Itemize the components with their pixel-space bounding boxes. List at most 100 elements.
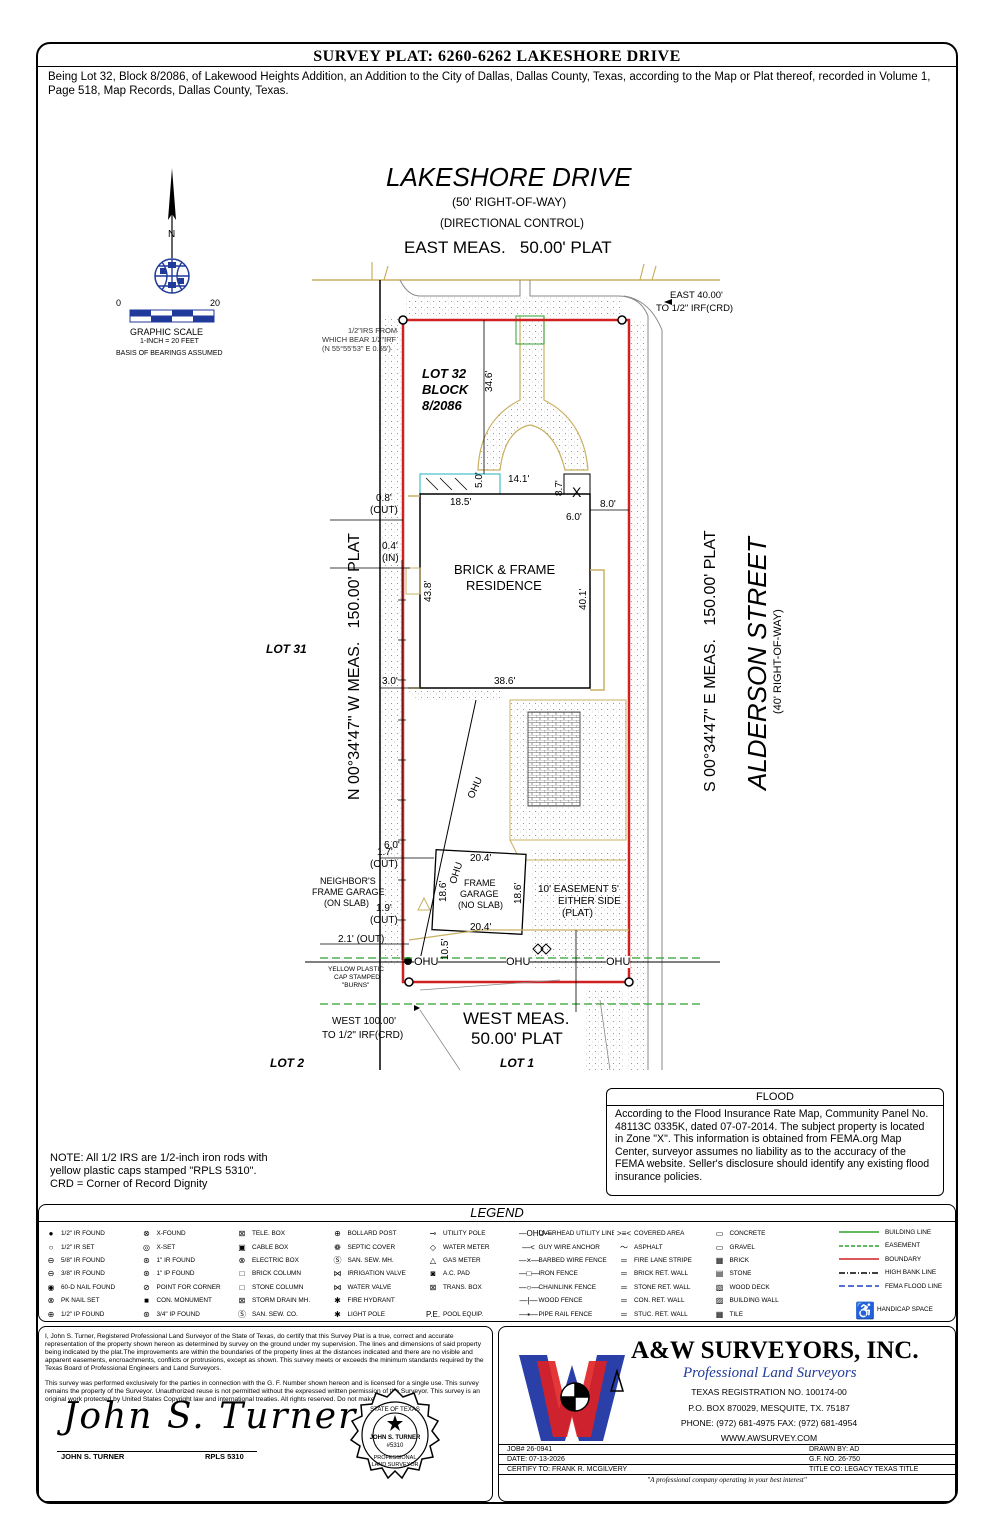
dim-2-1: 2.1' (OUT) [338, 934, 385, 945]
dimension-lines [320, 320, 629, 1012]
ohu-label-5: OHU [606, 956, 631, 968]
legend-item: ⊠STORM DRAIN MH. [232, 1294, 328, 1307]
legend-grid: ●1/2" IR FOUND⊗X-FOUND⊠TELE. BOX⊕BOLLARD… [41, 1227, 805, 1321]
legend-item: ⋈ WATER VALVE [328, 1281, 424, 1294]
west-sidewalk [382, 316, 402, 966]
signature: John S. Turner [63, 1396, 358, 1437]
company-name: A&W SURVEYORS, INC. [631, 1337, 919, 1364]
east-line-bearing: S 00°34'47" E MEAS. 150.00' PLAT [702, 530, 719, 792]
legend-symbol-icon: ◉ [47, 1282, 55, 1292]
legend-line-swatch [839, 1285, 879, 1287]
legend-symbol-icon: P.E. [425, 1309, 441, 1319]
dim-10-5: 10.5' [440, 938, 451, 960]
legend-item: ▦TILE [710, 1307, 806, 1320]
irs-note-1: 1/2"IRS FROM [348, 326, 398, 335]
legend-symbol-icon: ⊖ [47, 1269, 55, 1279]
legend-item-label: 1/2" IR FOUND [61, 1230, 105, 1238]
dim-5-0: 5.0' [474, 472, 485, 488]
legend-item: ◉60-D NAIL FOUND [41, 1281, 137, 1294]
west-fence [398, 560, 406, 960]
legend-item: ⊗X-FOUND [137, 1227, 233, 1240]
legend-symbol-icon: Ⓢ [333, 1255, 342, 1265]
dim-6-0-porch: 6.0' [566, 512, 582, 523]
surveyor-rpls: RPLS 5310 [205, 1452, 244, 1461]
surveyor-seal: STATE OF TEXAS JOHN S. TURNER #5310 PROF… [349, 1387, 441, 1480]
legend-item: ⊛1" IR FOUND [137, 1254, 233, 1267]
handicap-icon: ♿ [855, 1303, 875, 1320]
legend-item: ●1/2" IR FOUND [41, 1227, 137, 1240]
license-text: This survey was performed exclusively fo… [45, 1380, 480, 1403]
legend-item-label: WATER VALVE [347, 1283, 392, 1291]
legend-item-label: STORM DRAIN MH. [252, 1297, 311, 1305]
legend-item: —▪—PIPE RAIL FENCE [519, 1307, 615, 1320]
legend-item: ═FIRE LANE STRIPE [614, 1254, 710, 1267]
legend-symbol-icon: ⊗ [143, 1229, 150, 1239]
certification-box: I, John S. Turner, Registered Profession… [38, 1326, 493, 1502]
legend-item-label: POINT FOR CORNER [156, 1283, 221, 1291]
handicap-label: HANDICAP SPACE [877, 1306, 933, 1313]
legend-item: ◎X-SET [137, 1240, 233, 1253]
certification-text: I, John S. Turner, Registered Profession… [45, 1333, 484, 1372]
water-meter-icon [532, 943, 552, 955]
legend-item-label: 3/8" IR FOUND [61, 1270, 105, 1278]
legend-symbol-icon: ❁ [334, 1242, 341, 1252]
legend-item: —|—WOOD FENCE [519, 1294, 615, 1307]
legend-symbol-icon: ⊕ [47, 1309, 55, 1319]
flood-text: According to the Flood Insurance Rate Ma… [615, 1108, 930, 1183]
legend-symbol-icon: ⊖ [47, 1255, 55, 1265]
legend-item: ○1/2" IR SET [41, 1240, 137, 1253]
legend-symbol-icon: ═ [621, 1309, 627, 1319]
scale-ratio: 1-INCH = 20 FEET [140, 338, 199, 345]
legend-item: —×—BARBED WIRE FENCE [519, 1254, 615, 1267]
legend-item: □BRICK COLUMN [232, 1267, 328, 1280]
legend-symbol-icon: ═ [621, 1282, 627, 1292]
dim-18-6-right: 18.6' [513, 882, 524, 904]
north-label: N [168, 229, 176, 240]
legend-line-item: HIGH BANK LINE [839, 1269, 936, 1276]
scale-zero: 0 [116, 298, 122, 308]
residence-label-2: RESIDENCE [466, 578, 542, 593]
legend-item: ▭CONCRETE [710, 1227, 806, 1240]
street-lakeshore-drive: LAKESHORE DRIVE [386, 162, 632, 192]
west100-label: WEST 100.00' [332, 1016, 396, 1027]
legend-item-label: ASPHALT [634, 1243, 663, 1251]
iron-rod-note: NOTE: All 1/2 IRS are 1/2-inch iron rods… [50, 1152, 310, 1191]
legend-item: >≡<COVERED AREA [614, 1227, 710, 1240]
legend-symbol-icon: ◇ [429, 1242, 437, 1252]
legend-symbol-icon: ○ [48, 1242, 54, 1252]
legal-description: Being Lot 32, Block 8/2086, of Lakewood … [48, 71, 931, 97]
legend-item: —□—IRON FENCE [519, 1267, 615, 1280]
title-divider [38, 66, 956, 67]
directional-control: (DIRECTIONAL CONTROL) [440, 218, 584, 230]
driveway-dots [585, 990, 625, 1070]
legend-symbol-icon: ✱ [334, 1296, 341, 1306]
legend-item-label: TILE [729, 1310, 744, 1318]
legend-symbol-icon: ⋈ [333, 1282, 342, 1292]
neighbor-garage-2: FRAME GARAGE [312, 887, 385, 897]
legend-item-label: 5/8" IR FOUND [61, 1256, 105, 1264]
lot32-label: LOT 32 [422, 366, 467, 381]
legend-symbol-icon: ⊸ [429, 1229, 437, 1239]
block-label: BLOCK [422, 382, 469, 397]
legend-item-label: COVERED AREA [634, 1230, 685, 1238]
north-arrow [154, 168, 190, 294]
note-line-2: yellow plastic caps stamped "RPLS 5310". [50, 1165, 257, 1177]
east40-label: EAST 40.00' [670, 290, 723, 301]
legend-symbol-icon: —|— [519, 1296, 538, 1306]
garage-label-3: (NO SLAB) [458, 900, 504, 910]
legend-item: ═BRICK RET. WALL [614, 1267, 710, 1280]
legend-symbol-icon: ▭ [715, 1242, 724, 1252]
dim-3-0: 3.0' [382, 676, 398, 687]
legend-symbol-icon: ⊛ [143, 1309, 150, 1319]
legend-item-label: SAN. SEW. MH. [347, 1256, 394, 1264]
legend-symbol-icon: □ [239, 1282, 245, 1292]
legend-symbol-icon: ▤ [715, 1269, 724, 1279]
basis-of-bearings: BASIS OF BEARINGS ASSUMED [116, 350, 223, 357]
legend-symbol-icon: —□— [518, 1269, 540, 1279]
legend-item-label: 1/2" IP FOUND [61, 1310, 105, 1318]
legend-item-label: PIPE RAIL FENCE [538, 1310, 593, 1318]
north-sidewalk [404, 296, 620, 316]
legend-symbol-icon: ◎ [143, 1242, 150, 1252]
scale-twenty: 20 [210, 298, 221, 308]
legend-item: ⊗PK NAIL SET [41, 1294, 137, 1307]
